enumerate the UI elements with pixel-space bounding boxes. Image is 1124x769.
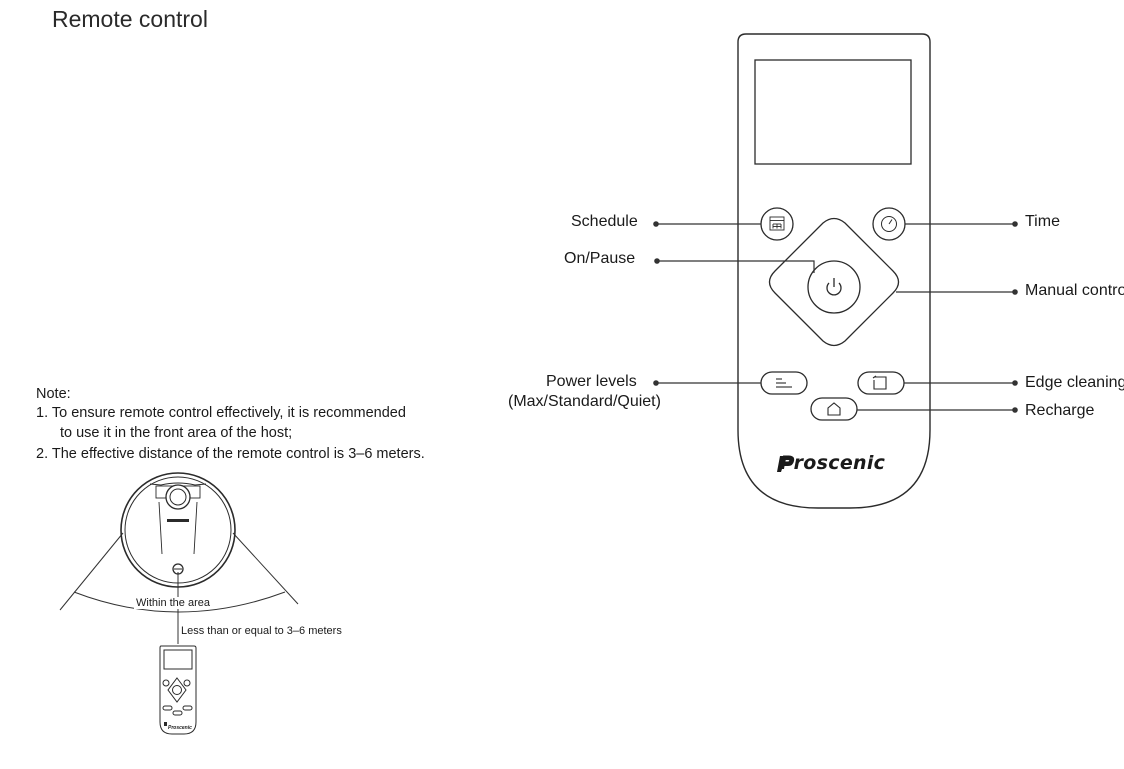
note-line-1: 1. To ensure remote control effectively,…	[36, 405, 406, 421]
schedule-button[interactable]	[760, 207, 794, 241]
levels-icon	[776, 378, 792, 388]
small-remote-brand: Proscenic	[168, 725, 192, 731]
power-levels-sub-label: (Max/Standard/Quiet)	[508, 393, 661, 410]
manual-control-label: Manual control	[1025, 282, 1124, 299]
calendar-icon	[769, 216, 785, 231]
small-remote	[159, 645, 197, 735]
power-icon	[826, 278, 842, 296]
recharge-label: Recharge	[1025, 402, 1095, 419]
robot-vacuum	[120, 472, 236, 588]
brand-logo-icon	[777, 456, 795, 472]
remote-screen	[754, 59, 912, 165]
edge-icon	[872, 375, 887, 390]
page-title: Remote control	[52, 6, 208, 32]
edge-cleaning-button[interactable]	[857, 371, 905, 395]
note-line-1b: to use it in the front area of the host;	[60, 425, 293, 441]
power-levels-button[interactable]	[760, 371, 808, 395]
time-button[interactable]	[872, 207, 906, 241]
distance-label: Less than or equal to 3–6 meters	[181, 625, 342, 637]
on-pause-button[interactable]	[807, 260, 861, 314]
power-levels-label: Power levels	[546, 373, 637, 390]
coverage-line-left	[59, 532, 124, 611]
note-line-2: 2. The effective distance of the remote …	[36, 446, 425, 462]
clock-icon	[881, 216, 897, 232]
schedule-label: Schedule	[571, 213, 638, 230]
note-heading: Note:	[36, 386, 71, 402]
coverage-arc	[73, 591, 286, 613]
on-pause-callout-line	[657, 260, 815, 273]
edge-cleaning-label: Edge cleaning	[1025, 374, 1124, 391]
time-label: Time	[1025, 213, 1060, 230]
recharge-button[interactable]	[810, 397, 858, 421]
on-pause-label: On/Pause	[564, 250, 636, 267]
brand-logo: Proscenic	[780, 452, 892, 479]
coverage-line-right	[232, 532, 299, 605]
area-label: Within the area	[134, 597, 212, 609]
home-icon	[827, 402, 841, 416]
brand-text: Proscenic	[780, 452, 886, 474]
